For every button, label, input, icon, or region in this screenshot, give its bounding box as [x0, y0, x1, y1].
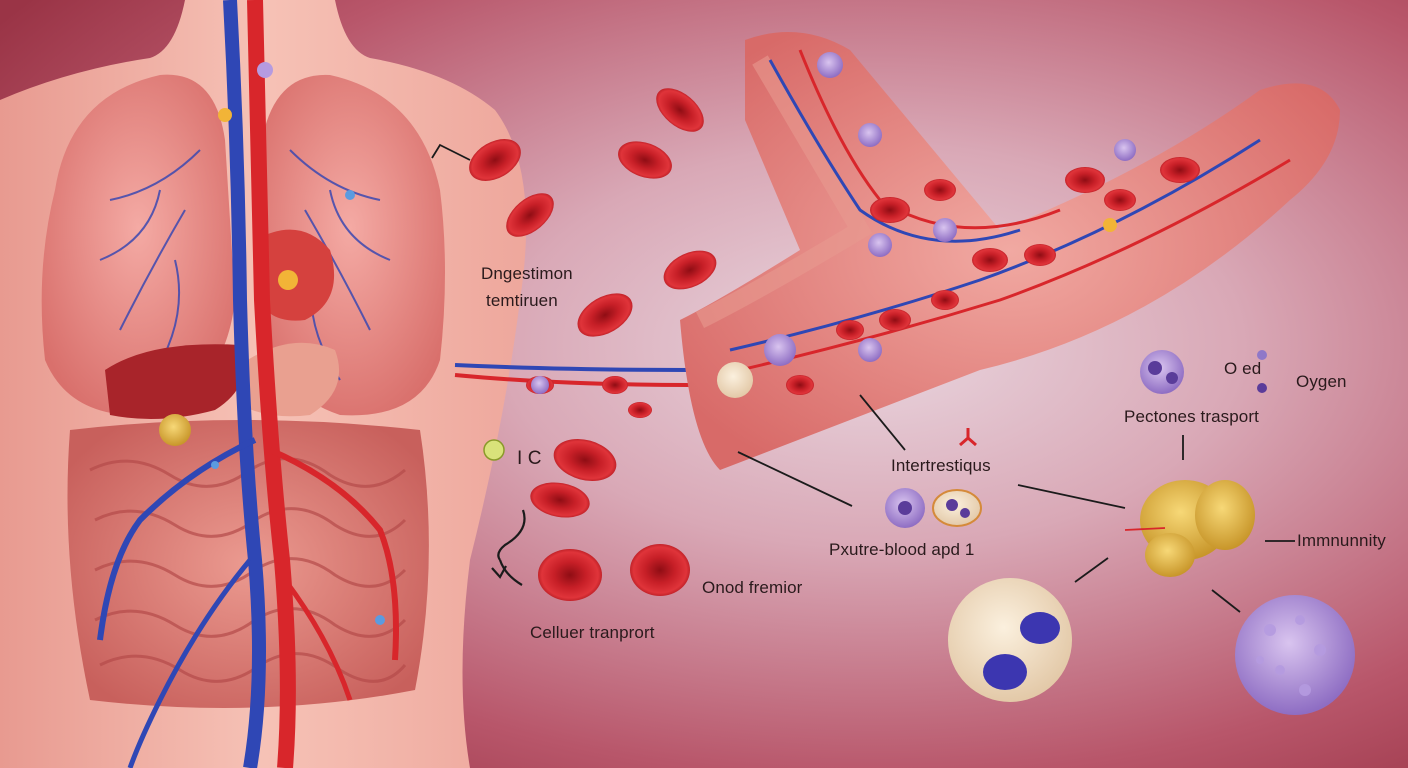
white-blood-cell-icon — [1235, 595, 1355, 715]
marker-icon — [959, 428, 977, 447]
red-blood-cell-icon — [553, 438, 617, 482]
label-cell-marker: I C — [517, 448, 542, 469]
label-immunity: Immnunnity — [1297, 531, 1386, 550]
platelet-icon — [1140, 480, 1255, 577]
vessel-red-cells — [786, 157, 1200, 395]
red-blood-cell-icon — [630, 544, 690, 596]
label-proteins-transport: Pectones trasport — [1124, 407, 1259, 426]
red-blood-cell-icon — [656, 88, 704, 132]
red-blood-cell-icon — [577, 293, 633, 337]
lungs — [41, 74, 445, 416]
white-blood-cell-icon — [948, 578, 1072, 702]
label-blood-apparatus: Pxutre-blood apd 1 — [829, 540, 975, 559]
small-platelet-icon — [483, 439, 505, 461]
label-digestion-line2: temtiruen — [486, 291, 558, 310]
white-blood-cell-icon — [885, 488, 925, 528]
label-oxygen: Oygen — [1296, 372, 1347, 391]
red-blood-cell-icon — [618, 141, 672, 179]
red-blood-cell-icon — [469, 139, 521, 181]
arrow-icon — [491, 509, 526, 586]
red-blood-cell-icon — [506, 193, 554, 237]
red-blood-cells — [469, 88, 717, 601]
main-vessels — [97, 0, 399, 768]
heart — [255, 229, 335, 321]
red-blood-cell-icon — [530, 482, 590, 518]
liver — [105, 344, 245, 419]
red-blood-cell-icon — [628, 402, 652, 418]
red-blood-cell-icon — [602, 376, 628, 394]
label-cellular-transport: Celluer tranprort — [530, 623, 655, 642]
vessel-white-cells — [531, 52, 1136, 398]
white-blood-cell-icon — [1140, 350, 1267, 394]
label-interstitial: Intertrestiqus — [891, 456, 991, 475]
white-blood-cell-icon — [932, 489, 982, 527]
label-blood-formation: Onod fremior — [702, 578, 803, 597]
label-oxygen-prefix: O ed — [1224, 359, 1262, 378]
label-digestion-line1: Dngestimon — [481, 264, 573, 283]
platelets-torso — [159, 62, 385, 625]
red-blood-cell-icon — [538, 549, 602, 601]
leader-lines — [431, 143, 1295, 613]
red-blood-cell-icon — [663, 250, 717, 290]
